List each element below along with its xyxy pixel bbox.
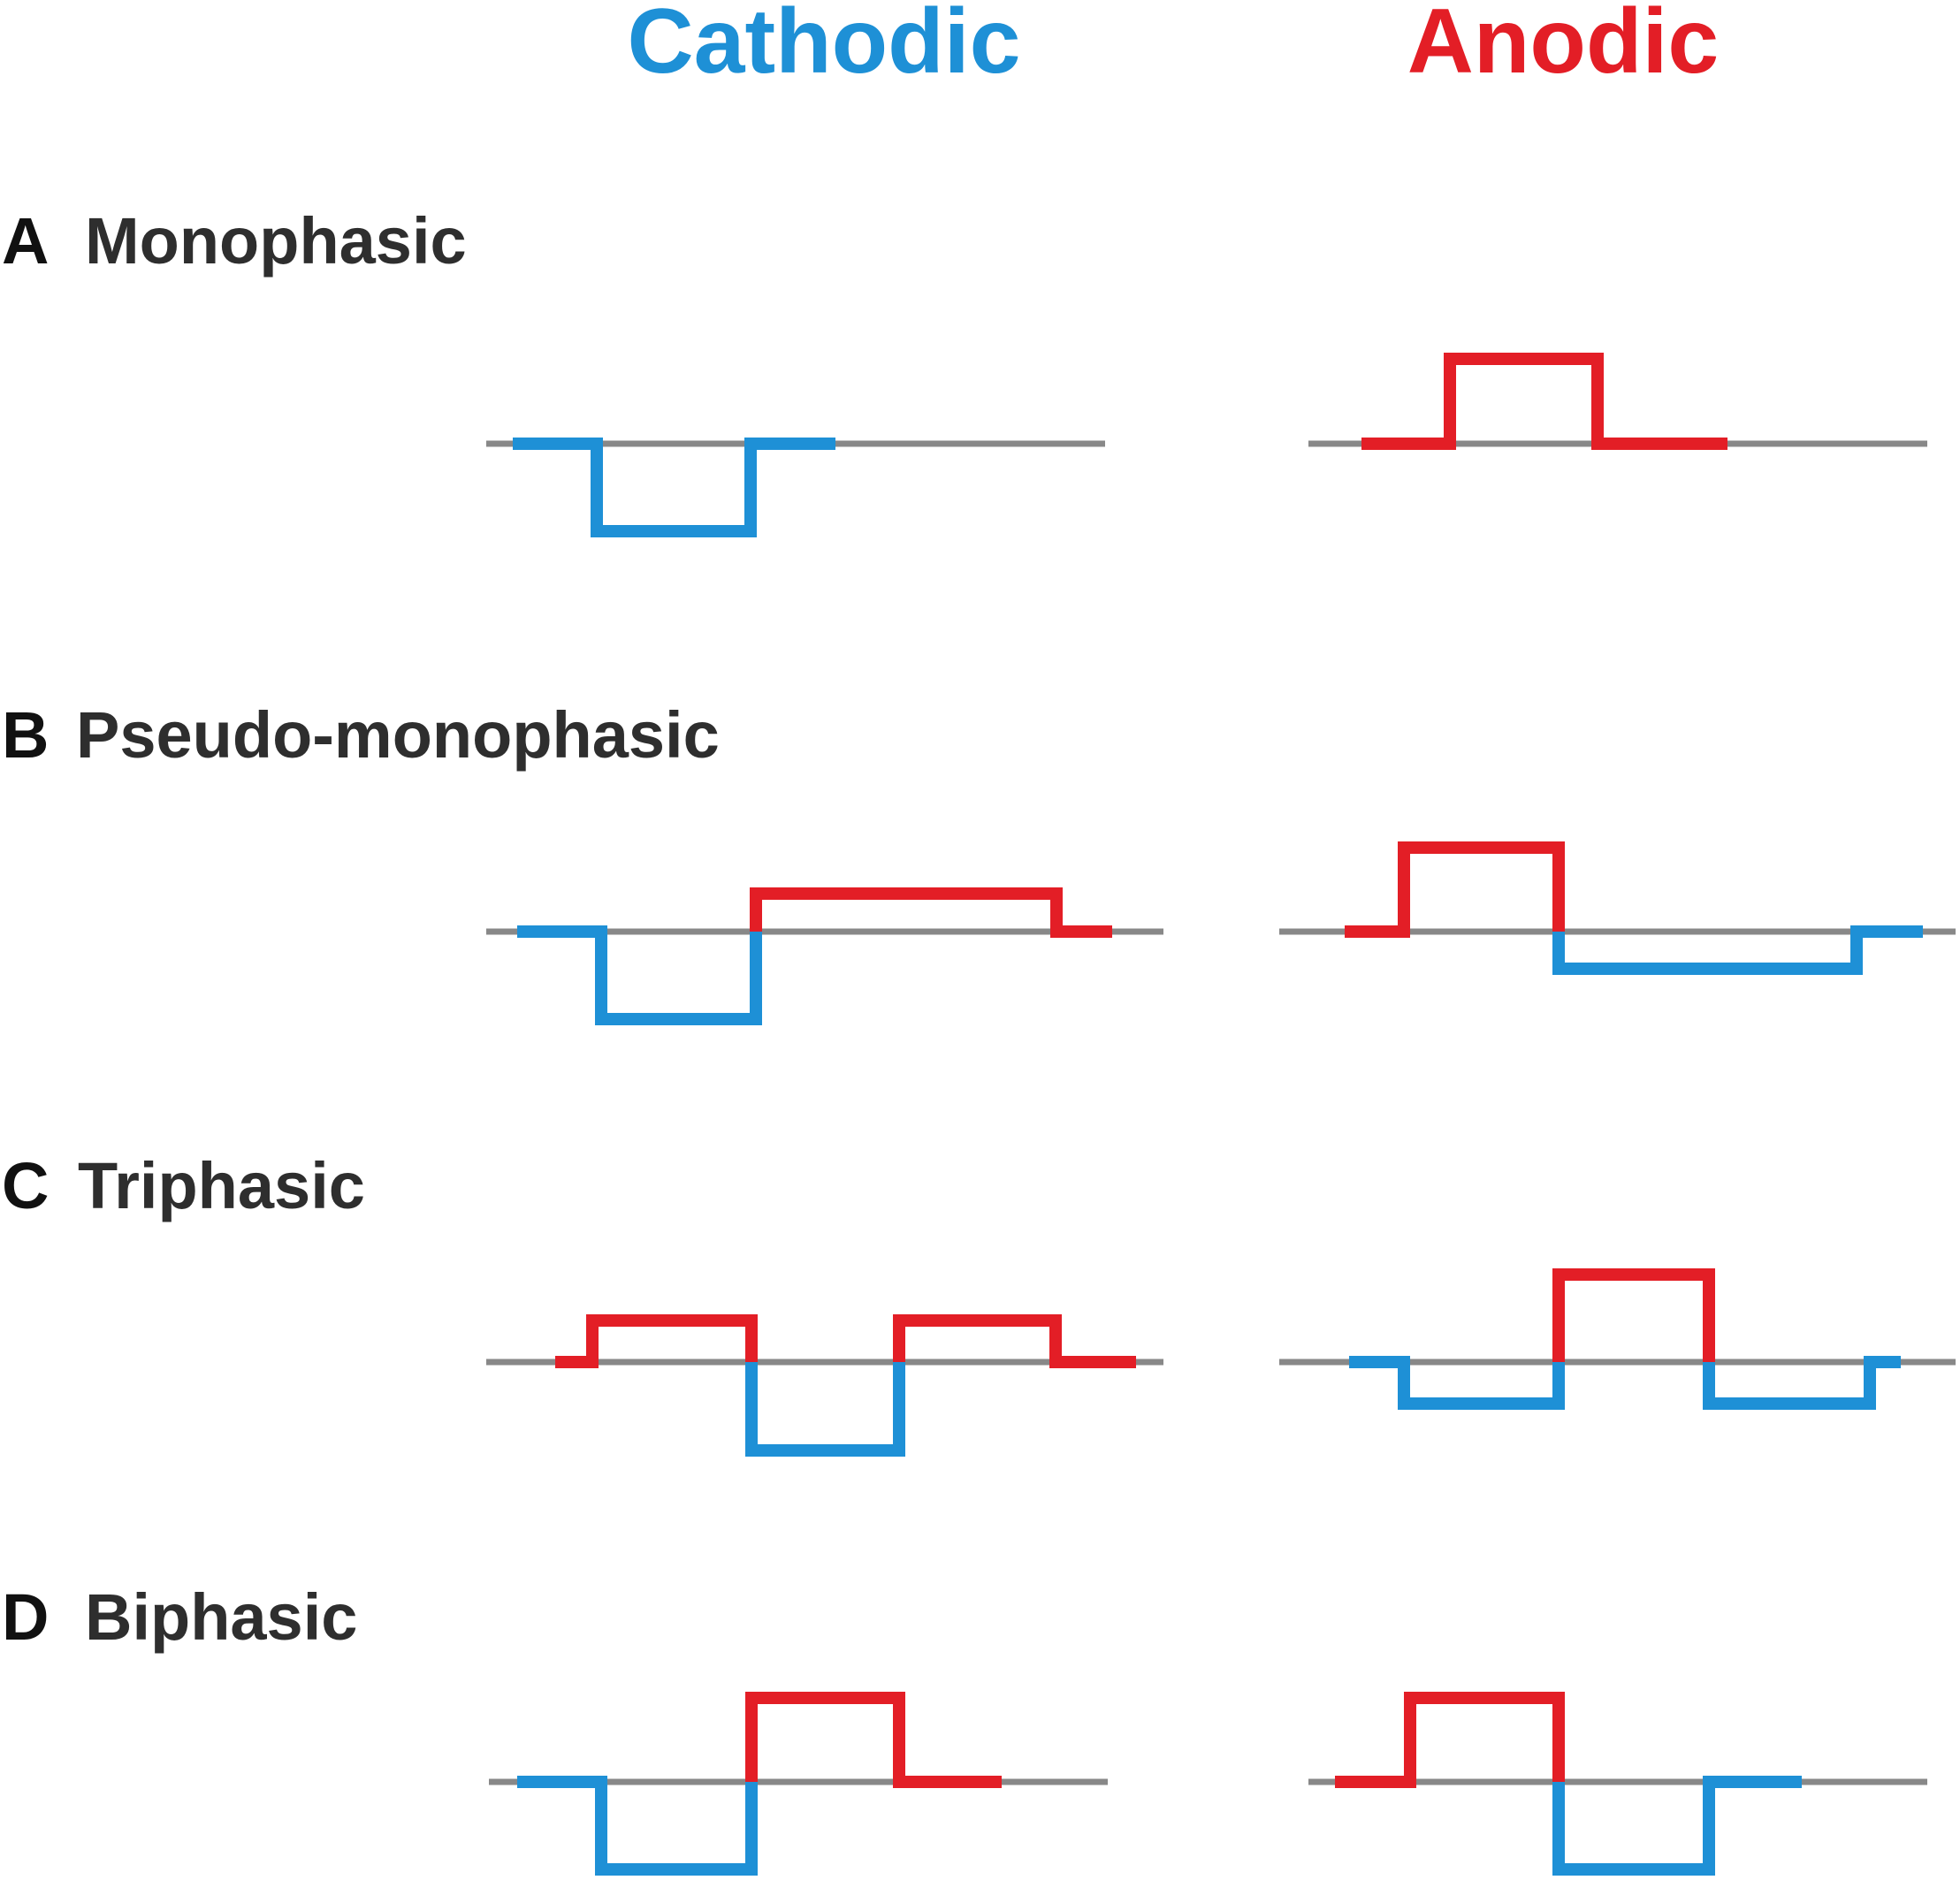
waveform-monophasic-anodic — [1308, 353, 1927, 450]
anodic-phase-2 — [893, 1314, 1136, 1368]
waveform-pseudo-monophasic-anodic — [1279, 841, 1956, 975]
row-letter-a: A — [2, 204, 49, 278]
row-name-triphasic: Triphasic — [78, 1149, 365, 1222]
cathodic-phase — [1552, 925, 1923, 975]
anodic-phase — [750, 887, 1112, 938]
waveform-monophasic-cathodic — [486, 438, 1105, 537]
waveform-pseudo-monophasic-cathodic — [486, 887, 1163, 1025]
waveform-triphasic-cathodic — [486, 1314, 1163, 1457]
row-label-a: A Monophasic — [2, 204, 467, 278]
cathodic-phase — [517, 925, 762, 1025]
row-name-pseudo-monophasic: Pseudo-monophasic — [76, 698, 720, 772]
anodic-phase — [1361, 353, 1727, 450]
cathodic-phase-1 — [1349, 1356, 1565, 1410]
anodic-phase-1 — [555, 1314, 758, 1368]
row-label-d: D Biphasic — [2, 1580, 357, 1654]
column-header-anodic: Anodic — [1407, 0, 1719, 93]
row-label-c: C Triphasic — [2, 1149, 365, 1222]
anodic-phase — [1552, 1268, 1715, 1362]
row-letter-b: B — [2, 698, 49, 772]
column-header-cathodic: Cathodic — [628, 0, 1021, 93]
row-name-biphasic: Biphasic — [85, 1580, 357, 1654]
anodic-phase — [745, 1692, 1002, 1788]
cathodic-phase-2 — [1703, 1356, 1901, 1410]
waveform-triphasic-anodic — [1279, 1268, 1956, 1410]
row-letter-c: C — [2, 1149, 49, 1222]
row-letter-d: D — [2, 1580, 49, 1654]
cathodic-phase — [517, 1776, 758, 1876]
anodic-phase — [1345, 841, 1565, 938]
row-label-b: B Pseudo-monophasic — [2, 698, 720, 772]
waveform-biphasic-anodic — [1308, 1692, 1927, 1876]
cathodic-phase — [513, 438, 835, 537]
row-name-monophasic: Monophasic — [85, 204, 467, 278]
cathodic-phase — [1552, 1776, 1802, 1876]
waveform-biphasic-cathodic — [489, 1692, 1108, 1876]
anodic-phase — [1335, 1692, 1565, 1788]
cathodic-phase — [745, 1362, 905, 1457]
